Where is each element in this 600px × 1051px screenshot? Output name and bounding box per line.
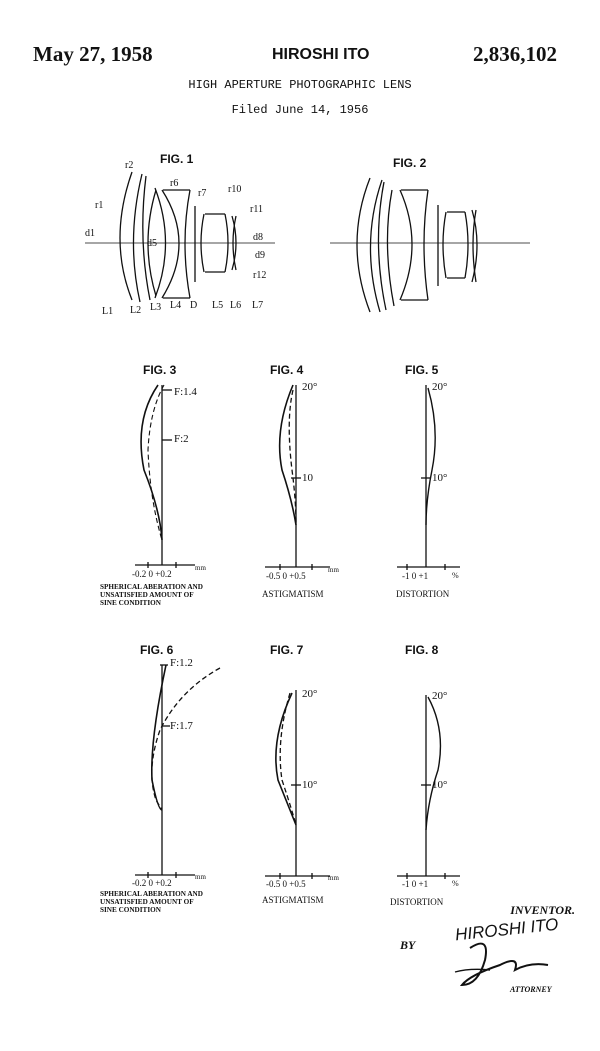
fig1-label-L3: L3 bbox=[150, 302, 162, 313]
fig3-marker-top: F:1.4 bbox=[174, 386, 197, 398]
patent-number: 2,836,102 bbox=[473, 42, 557, 66]
fig1-label-L7: L7 bbox=[252, 300, 264, 311]
fig8-unit: % bbox=[452, 879, 459, 888]
fig3-xticks: -0.2 0 +0.2 bbox=[132, 569, 172, 579]
fig1-label-L2: L2 bbox=[130, 305, 142, 316]
patent-title: HIGH APERTURE PHOTOGRAPHIC LENS bbox=[188, 78, 412, 92]
fig2-title: FIG. 2 bbox=[393, 156, 427, 170]
fig1-lens-diagram bbox=[85, 171, 275, 303]
fig3-unit: mm bbox=[195, 564, 206, 572]
fig5-plot bbox=[397, 385, 460, 570]
fig5-title: FIG. 5 bbox=[405, 363, 439, 377]
inventor-label: INVENTOR. bbox=[510, 903, 575, 917]
fig1-label-r7: r7 bbox=[198, 188, 207, 199]
fig1-label-L1: L1 bbox=[102, 306, 114, 317]
fig4-plot bbox=[265, 384, 330, 570]
fig1-label-L6: L6 bbox=[230, 300, 242, 311]
fig7-title: FIG. 7 bbox=[270, 643, 304, 657]
fig6-plot bbox=[135, 664, 221, 878]
filed-date: Filed June 14, 1956 bbox=[231, 103, 369, 117]
fig6-unit: mm bbox=[195, 873, 206, 881]
fig4-ytop: 20° bbox=[302, 381, 318, 393]
fig7-unit: mm bbox=[328, 874, 339, 882]
fig3-title: FIG. 3 bbox=[143, 363, 177, 377]
fig3-plot bbox=[135, 384, 195, 568]
fig1-label-L4: L4 bbox=[170, 300, 182, 311]
fig2-lens-diagram bbox=[330, 177, 530, 313]
fig7-ymid: 10° bbox=[302, 779, 318, 791]
fig1-label-r1: r1 bbox=[95, 200, 104, 211]
fig7-ytop: 20° bbox=[302, 688, 318, 700]
fig7-caption: ASTIGMATISM bbox=[262, 895, 324, 905]
fig8-ytop: 20° bbox=[432, 690, 448, 702]
fig8-title: FIG. 8 bbox=[405, 643, 439, 657]
fig1-title: FIG. 1 bbox=[160, 152, 194, 166]
fig4-caption: ASTIGMATISM bbox=[262, 589, 324, 599]
attorney-signature bbox=[454, 942, 549, 987]
fig5-caption: DISTORTION bbox=[396, 589, 450, 599]
fig6-title: FIG. 6 bbox=[140, 643, 174, 657]
fig6-marker-top: F:1.2 bbox=[170, 657, 193, 669]
fig4-title: FIG. 4 bbox=[270, 363, 304, 377]
fig1-label-L5: L5 bbox=[212, 300, 224, 311]
fig5-xticks: -1 0 +1 bbox=[402, 571, 429, 581]
by-label: BY bbox=[400, 938, 416, 952]
fig8-plot bbox=[397, 695, 460, 879]
fig6-marker-mid: F:1.7 bbox=[170, 720, 193, 732]
fig8-ymid: 10° bbox=[432, 779, 448, 791]
fig6-xticks: -0.2 0 +0.2 bbox=[132, 878, 172, 888]
inventor-name-header: HIROSHI ITO bbox=[272, 46, 370, 63]
fig8-xticks: -1 0 +1 bbox=[402, 879, 429, 889]
fig1-label-r6: r6 bbox=[170, 178, 179, 189]
fig5-ytop: 20° bbox=[432, 381, 448, 393]
patent-date: May 27, 1958 bbox=[33, 42, 153, 66]
fig7-plot bbox=[265, 690, 330, 879]
fig1-label-d1: d1 bbox=[85, 228, 95, 239]
fig1-label-d11: d9 bbox=[255, 250, 265, 261]
fig4-ymid: 10 bbox=[302, 472, 313, 484]
fig4-unit: mm bbox=[328, 566, 339, 574]
fig1-label-d5: d5 bbox=[147, 238, 157, 249]
fig7-xticks: -0.5 0 +0.5 bbox=[266, 879, 306, 889]
fig1-label-D: D bbox=[190, 300, 198, 311]
fig1-label-r2: r2 bbox=[125, 160, 134, 171]
fig3-marker-mid: F:2 bbox=[174, 433, 189, 445]
fig8-caption: DISTORTION bbox=[390, 897, 444, 907]
fig1-label-r10: r10 bbox=[228, 184, 242, 195]
attorney-label: ATTORNEY bbox=[510, 985, 552, 994]
fig1-label-r11: r11 bbox=[250, 204, 263, 215]
fig5-ymid: 10° bbox=[432, 472, 448, 484]
fig1-label-d10: d8 bbox=[253, 232, 263, 243]
fig5-unit: % bbox=[452, 571, 459, 580]
fig4-xticks: -0.5 0 +0.5 bbox=[266, 571, 306, 581]
fig1-label-r12: r12 bbox=[253, 270, 267, 281]
